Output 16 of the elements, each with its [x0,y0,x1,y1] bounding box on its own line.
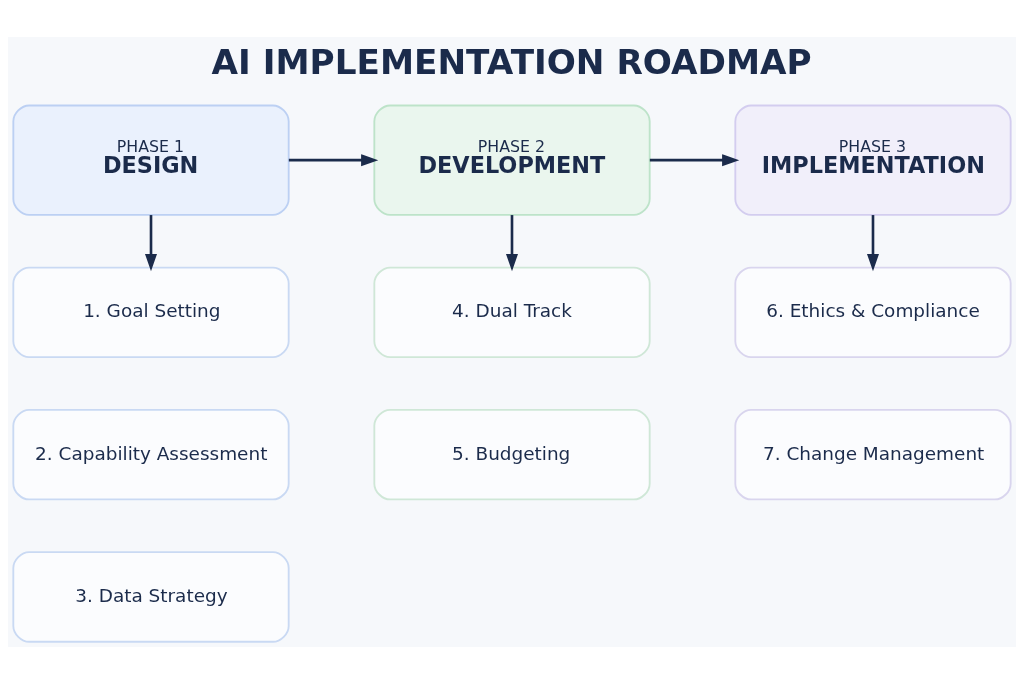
node-box: 4. Dual Track [373,266,651,358]
node-box: PHASE 3 IMPLEMENTATION [734,104,1012,216]
node-box: PHASE 1 DESIGN [12,104,290,216]
node-box: 7. Change Management [734,408,1012,500]
node-box: 6. Ethics & Compliance [734,266,1012,358]
node-box: PHASE 2 DEVELOPMENT [373,104,651,216]
arrow [145,214,157,271]
diagram-title: AI IMPLEMENTATION ROADMAP [211,41,812,82]
node-box: 1. Goal Setting [12,266,290,358]
arrow [506,214,518,271]
arrow [867,214,879,271]
arrow [649,153,740,166]
node-box: 3. Data Strategy [12,550,290,643]
arrow [288,153,379,166]
node-box: 2. Capability Assessment [12,408,290,500]
node-box: 5. Budgeting [373,408,651,500]
